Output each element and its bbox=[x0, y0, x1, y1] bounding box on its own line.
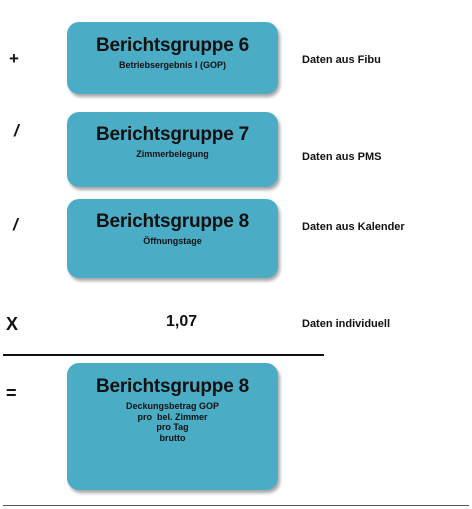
operator-plus: + bbox=[9, 49, 19, 68]
box-title: Berichtsgruppe 8 bbox=[95, 376, 250, 397]
box-berichtsgruppe-8-result: Berichtsgruppe 8 Deckungsbetrag GOP pro … bbox=[67, 363, 278, 490]
note-individuell: Daten individuell bbox=[302, 318, 391, 330]
box-subtitle-line: Deckungsbetrag GOP bbox=[125, 400, 220, 411]
note-kalender: Daten aus Kalender bbox=[302, 221, 405, 233]
box-title: Berichtsgruppe 7 bbox=[95, 124, 250, 145]
box-title: Berichtsgruppe 8 bbox=[95, 211, 250, 232]
box-subtitle-line: pro Tag bbox=[156, 422, 189, 433]
box-berichtsgruppe-8-days: Berichtsgruppe 8 Öffnungstage bbox=[67, 199, 278, 278]
bottom-line bbox=[3, 505, 469, 506]
factor-value: 1,07 bbox=[166, 313, 198, 330]
box-subtitle-line: Zimmerbelegung bbox=[136, 148, 209, 159]
note-fibu: Daten aus Fibu bbox=[302, 54, 381, 66]
box-title: Berichtsgruppe 6 bbox=[95, 35, 250, 56]
box-berichtsgruppe-6: Berichtsgruppe 6 Betriebsergebnis I (GOP… bbox=[67, 22, 278, 94]
operator-equals: = bbox=[6, 383, 17, 403]
box-subtitle-line: Öffnungstage bbox=[143, 235, 202, 246]
operator-divide-1: / bbox=[14, 121, 19, 140]
sum-divider-line bbox=[3, 354, 324, 356]
box-subtitle-line: brutto bbox=[159, 433, 186, 444]
note-pms: Daten aus PMS bbox=[302, 151, 382, 163]
operator-multiply: X bbox=[6, 314, 19, 334]
box-subtitle-line: pro bel. Zimmer bbox=[137, 411, 208, 422]
box-berichtsgruppe-7: Berichtsgruppe 7 Zimmerbelegung bbox=[67, 112, 278, 187]
box-subtitle-line: Betriebsergebnis I (GOP) bbox=[118, 59, 227, 70]
operator-divide-2: / bbox=[13, 215, 18, 234]
